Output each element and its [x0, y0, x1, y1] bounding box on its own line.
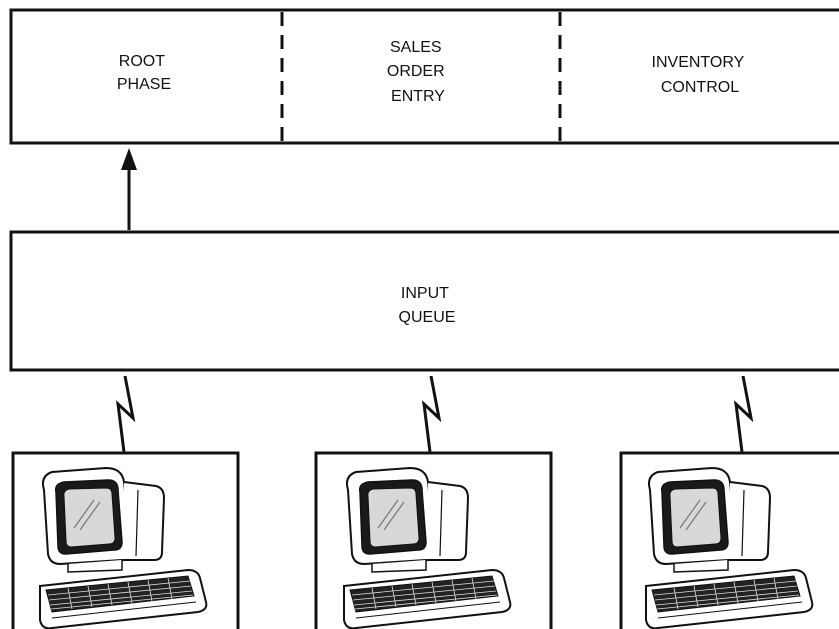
program-memory: ROOT PHASE SALES ORDER ENTRY INVENTORY C… — [9, 8, 839, 145]
lightning-bolt-icon — [421, 375, 442, 453]
input-queue: INPUT QUEUE — [9, 230, 839, 372]
input-queue-label: INPUT QUEUE — [399, 285, 456, 326]
lightning-bolt-icon — [115, 375, 136, 453]
lightning-bolt-icon — [733, 375, 754, 453]
arrow-up-icon — [121, 148, 137, 230]
segment-root-label: ROOT PHASE — [117, 53, 171, 93]
segment-sales-label: SALES ORDER ENTRY — [387, 39, 449, 105]
terminal-2 — [314, 451, 553, 629]
terminal-3 — [619, 451, 839, 629]
segment-inventory-label: INVENTORY CONTROL — [652, 54, 749, 96]
terminal-1 — [11, 451, 240, 629]
